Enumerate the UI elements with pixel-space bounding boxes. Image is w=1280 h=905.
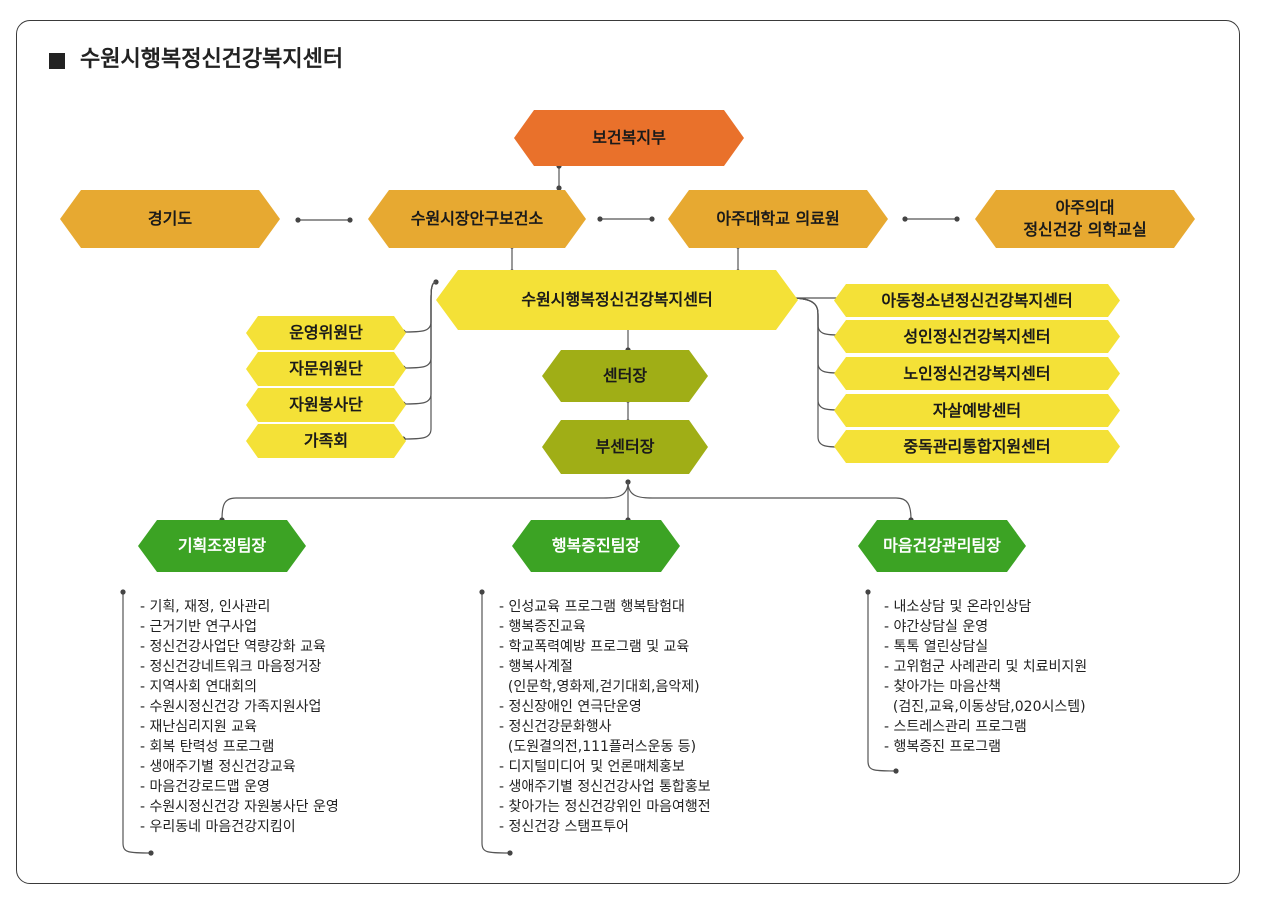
sub-center-node-2: 성인정신건강복지센터	[834, 320, 1120, 353]
duty-item: (도원결의전,111플러스운동 등)	[499, 739, 697, 755]
duty-item: - 정신건강 스탬프투어	[499, 819, 629, 835]
duty-item: - 수원시정신건강 가족지원사업	[140, 699, 322, 715]
duty-item: - 정신건강사업단 역량강화 교육	[140, 639, 326, 655]
duty-item: - 디지털미디어 및 언론매체홍보	[499, 759, 685, 775]
ministry-node: 보건복지부	[514, 110, 744, 166]
duty-item: - 찾아가는 마음산책	[884, 679, 1001, 695]
team-1-duty-list: - 기획, 재정, 인사관리 - 근거기반 연구사업 - 정신건강사업단 역량강화 …	[140, 597, 339, 837]
duty-item: - 인성교육 프로그램 행복탐험대	[499, 599, 685, 615]
page-title: 수원시행복정신건강복지센터	[80, 47, 344, 72]
sub-center-node-1-label: 아동청소년정신건강복지센터	[881, 290, 1073, 310]
duty-item: - 고위험군 사례관리 및 치료비지원	[884, 659, 1088, 675]
duty-item: - 행복증진 프로그램	[884, 739, 1001, 755]
ajou-hospital-node-label: 아주대학교 의료원	[716, 209, 840, 228]
duty-item: - 근거기반 연구사업	[140, 619, 257, 635]
team-node-2-label: 행복증진팀장	[551, 536, 641, 555]
duty-item: - 학교폭력예방 프로그램 및 교육	[499, 639, 690, 655]
duty-item: (인문학,영화제,걷기대회,음악제)	[499, 679, 700, 695]
vice-director-node: 부센터장	[542, 420, 708, 474]
committee-node-3: 자원봉사단	[246, 388, 406, 422]
sub-center-node-4: 자살예방센터	[834, 394, 1120, 427]
committee-node-1-label: 운영위원단	[289, 323, 363, 342]
duty-item: - 생애주기별 정신건강교육	[140, 759, 296, 775]
duty-item: - 정신건강네트워크 마음정거장	[140, 659, 322, 675]
duty-item: - 생애주기별 정신건강사업 통합홍보	[499, 779, 711, 795]
vice-director-node-label: 부센터장	[595, 437, 655, 456]
duty-item: - 찾아가는 정신건강위인 마음여행전	[499, 799, 711, 815]
team-3-duty-list: - 내소상담 및 온라인상담 - 야간상담실 운영 - 톡톡 열린상담실 - 고위험군…	[884, 597, 1087, 757]
committee-node-2-label: 자문위원단	[289, 359, 363, 378]
team-node-3-label: 마음건강관리팀장	[883, 536, 1001, 555]
ministry-node-label: 보건복지부	[592, 128, 666, 147]
team-node-1: 기획조정팀장	[138, 520, 306, 572]
director-node: 센터장	[542, 350, 708, 402]
duty-item: - 재난심리지원 교육	[140, 719, 257, 735]
health-center-node: 수원시장안구보건소	[368, 190, 586, 248]
duty-item: - 마음건강로드맵 운영	[140, 779, 270, 795]
sub-center-node-3-label: 노인정신건강복지센터	[903, 363, 1051, 383]
team-2-duty-list: - 인성교육 프로그램 행복탐험대 - 행복증진교육 - 학교폭력예방 프로그램 및…	[499, 597, 711, 837]
duty-item: - 야간상담실 운영	[884, 619, 989, 635]
duty-item: - 기획, 재정, 인사관리	[140, 599, 271, 615]
sub-center-node-1: 아동청소년정신건강복지센터	[834, 284, 1120, 317]
sub-center-node-5-label: 중독관리통합지원센터	[903, 436, 1051, 456]
duty-item: - 수원시정신건강 자원봉사단 운영	[140, 799, 339, 815]
center-node: 수원시행복정신건강복지센터	[436, 270, 798, 330]
sub-center-node-2-label: 성인정신건강복지센터	[903, 326, 1051, 346]
sub-center-node-5: 중독관리통합지원센터	[834, 430, 1120, 463]
team-node-1-label: 기획조정팀장	[177, 536, 267, 555]
sub-center-node-4-label: 자살예방센터	[932, 400, 1022, 420]
director-node-label: 센터장	[602, 366, 648, 385]
health-center-node-label: 수원시장안구보건소	[410, 209, 544, 228]
committee-node-4-label: 가족회	[303, 431, 349, 450]
ajou-psychiatry-node-label-1: 아주의대	[1055, 198, 1115, 217]
ajou-psychiatry-node-label-2: 정신건강 의학교실	[1023, 220, 1147, 239]
team-node-3: 마음건강관리팀장	[858, 520, 1026, 572]
duty-item: - 정신장애인 연극단운영	[499, 699, 642, 715]
duty-item: - 내소상담 및 온라인상담	[884, 599, 1032, 615]
duty-item: (검진,교육,이동상담,020시스템)	[884, 699, 1086, 715]
title-bullet-square	[49, 53, 65, 69]
duty-item: - 스트레스관리 프로그램	[884, 719, 1027, 735]
team-node-2: 행복증진팀장	[512, 520, 680, 572]
committee-node-1: 운영위원단	[246, 316, 406, 350]
gyeonggi-node: 경기도	[60, 190, 280, 248]
duty-item: - 행복증진교육	[499, 619, 586, 635]
duty-item: - 회복 탄력성 프로그램	[140, 739, 275, 755]
duty-item: - 행복사계절	[499, 659, 573, 675]
committee-node-4: 가족회	[246, 424, 406, 458]
committee-node-2: 자문위원단	[246, 352, 406, 386]
ajou-hospital-node: 아주대학교 의료원	[668, 190, 888, 248]
sub-center-node-3: 노인정신건강복지센터	[834, 357, 1120, 390]
duty-item: - 정신건강문화행사	[499, 719, 612, 735]
duty-item: - 톡톡 열린상담실	[884, 639, 989, 655]
committee-node-3-label: 자원봉사단	[289, 395, 363, 414]
duty-item: - 우리동네 마음건강지킴이	[140, 819, 296, 835]
duty-item: - 지역사회 연대회의	[140, 679, 257, 695]
center-node-label: 수원시행복정신건강복지센터	[521, 290, 713, 309]
gyeonggi-node-label: 경기도	[147, 209, 193, 228]
diagram-frame	[16, 20, 1240, 884]
